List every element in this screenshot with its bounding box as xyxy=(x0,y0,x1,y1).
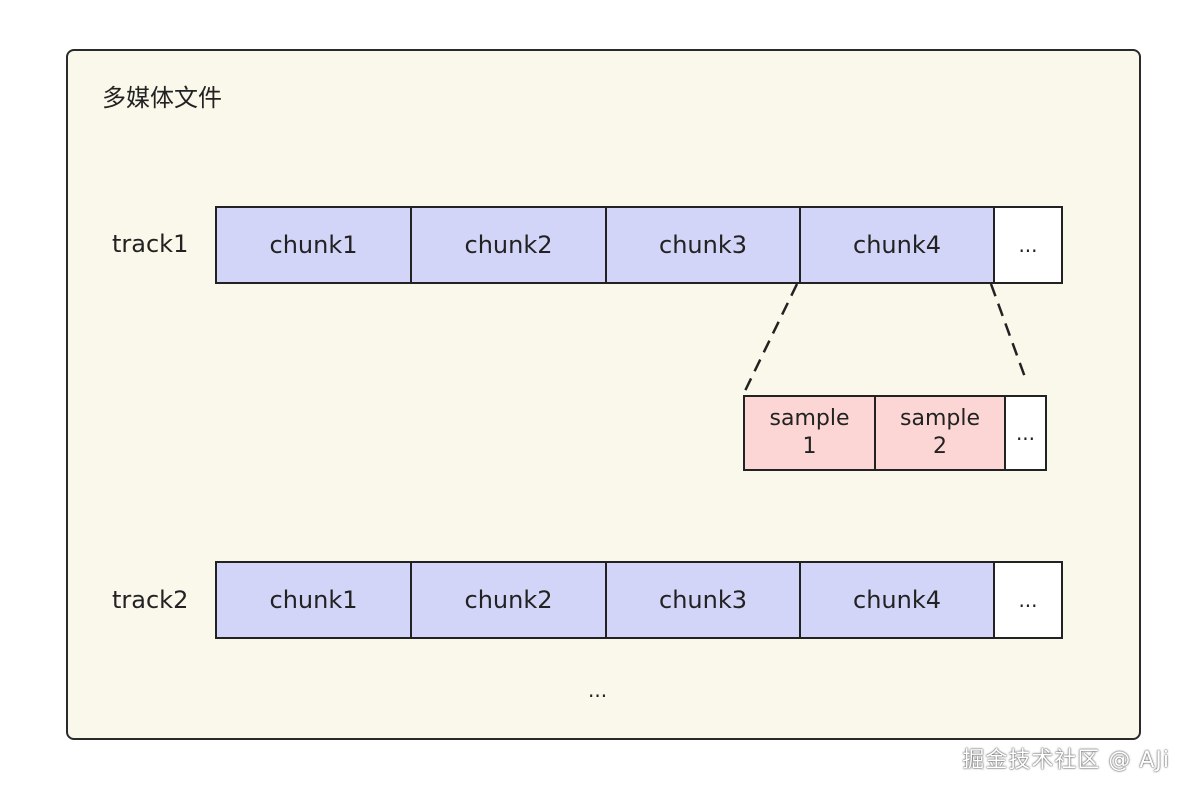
container-title: 多媒体文件 xyxy=(102,84,222,112)
track2-chunk3: chunk3 xyxy=(607,563,801,637)
track2-chunk1: chunk1 xyxy=(217,563,412,637)
track1-chunk4: chunk4 xyxy=(801,208,995,282)
track2-label: track2 xyxy=(112,586,189,614)
track2-chunk2: chunk2 xyxy=(412,563,607,637)
track1-label: track1 xyxy=(112,230,189,258)
track1-more: ... xyxy=(995,208,1061,282)
more-tracks-ellipsis: ... xyxy=(588,678,608,702)
sample-1: sample 1 xyxy=(745,397,876,469)
sample-2: sample 2 xyxy=(876,397,1006,469)
track1-chunk2: chunk2 xyxy=(412,208,607,282)
track1-chunk1: chunk1 xyxy=(217,208,412,282)
sample-more: ... xyxy=(1006,397,1045,469)
watermark: 掘金技术社区 @ AJi xyxy=(962,748,1170,773)
track1-chunk3: chunk3 xyxy=(607,208,801,282)
track2-more: ... xyxy=(995,563,1061,637)
sample-row: sample 1 sample 2 ... xyxy=(743,395,1047,471)
track1-row: chunk1 chunk2 chunk3 chunk4 ... xyxy=(215,206,1063,284)
track2-chunk4: chunk4 xyxy=(801,563,995,637)
track2-row: chunk1 chunk2 chunk3 chunk4 ... xyxy=(215,561,1063,639)
